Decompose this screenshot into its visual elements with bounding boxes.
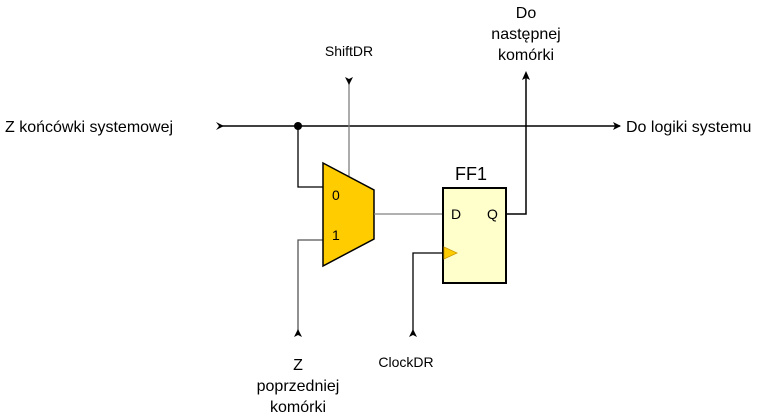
output-right-label: Do logiki systemu [626,119,751,136]
flip-flop-ff1 [442,187,507,284]
clockdr-wire [412,252,443,334]
shiftdr-arrow-icon [345,77,353,85]
prev-cell-label-line3: komórki [270,399,326,416]
next-cell-label-line1: Do [516,5,537,22]
next-cell-label-line3: komórki [498,47,554,64]
prev-cell-label-line1: Z [293,357,303,374]
clockdr-arrow-icon [409,329,417,337]
mux-in0-label: 0 [332,187,340,203]
mux-in1-wire [297,239,323,334]
next-cell-arrow-icon [522,71,530,80]
prev-cell-arrow-icon [294,329,302,337]
ff-q-label: Q [487,206,498,222]
prev-cell-label-line2: poprzedniej [257,378,340,395]
input-left-label: Z końcówki systemowej [5,119,173,136]
q-out-wire [506,76,527,215]
ff-name-label: FF1 [455,164,487,184]
multiplexer [322,161,375,268]
shiftdr-label: ShiftDR [325,43,373,59]
mux-in1-label: 1 [332,227,340,243]
ff-d-label: D [451,206,461,222]
next-cell-label-line2: następnej [491,26,560,43]
clockdr-label: ClockDR [378,354,433,370]
mux-in0-wire [297,126,323,188]
clock-triangle-icon [443,246,458,260]
